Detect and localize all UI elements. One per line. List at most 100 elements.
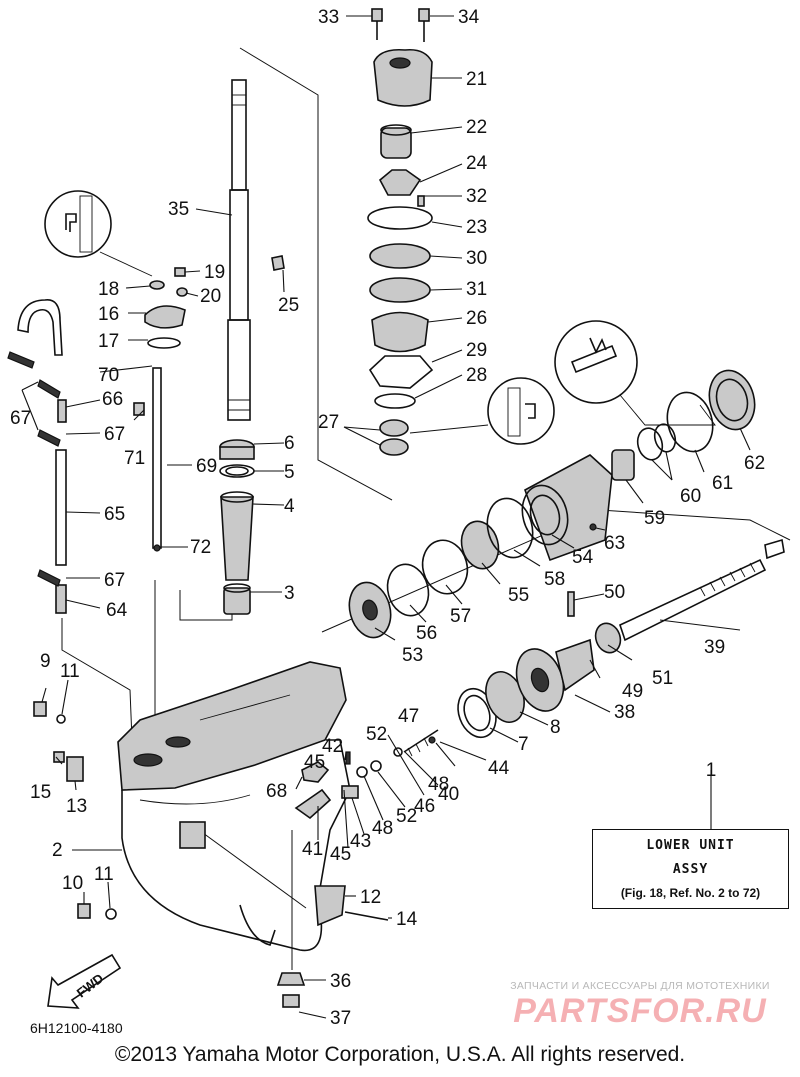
- info-box-subtitle: ASSY: [672, 862, 709, 877]
- callout-49: 49: [622, 681, 643, 702]
- watermark-tagline: ЗАПЧАСТИ И АКСЕССУАРЫ ДЛЯ МОТОТЕХНИКИ: [510, 980, 770, 992]
- callout-45a: 45: [304, 752, 325, 773]
- callout-28: 28: [466, 365, 487, 386]
- callout-59: 59: [644, 508, 665, 529]
- callout-70: 70: [98, 365, 119, 386]
- callout-52a: 52: [366, 724, 387, 745]
- callout-33: 33: [318, 7, 339, 28]
- callout-54: 54: [572, 547, 594, 568]
- water-screen: [271, 255, 285, 271]
- callout-72: 72: [190, 537, 211, 558]
- bearing-housing-stack: [348, 369, 756, 639]
- case-hardware: [33, 701, 389, 1008]
- callout-22: 22: [466, 117, 487, 138]
- leader-lines: [21, 15, 751, 1019]
- callout-55: 55: [508, 585, 529, 606]
- callout-51: 51: [652, 668, 673, 689]
- callout-52b: 52: [396, 806, 417, 827]
- callout-41: 41: [302, 839, 323, 860]
- drive-shaft-bearing-group: [219, 439, 255, 615]
- callout-7: 7: [518, 734, 529, 755]
- callout-39: 39: [704, 637, 725, 658]
- callout-21: 21: [466, 69, 487, 90]
- callout-15: 15: [30, 782, 51, 803]
- callout-19: 19: [204, 262, 225, 283]
- shift-plunger-assembly: [294, 729, 439, 820]
- guide-lines: [61, 47, 791, 970]
- callout-5: 5: [284, 462, 295, 483]
- callout-31: 31: [466, 279, 487, 300]
- detail-circle-left: [44, 190, 153, 277]
- callout-57: 57: [450, 606, 471, 627]
- callout-32: 32: [466, 186, 487, 207]
- propeller-shaft-assembly: [457, 538, 785, 739]
- callout-8: 8: [550, 717, 561, 738]
- water-pump-assembly: [367, 8, 434, 456]
- callout-62: 62: [744, 453, 765, 474]
- callout-71: 71: [124, 448, 145, 469]
- info-box-title: LOWER UNIT: [646, 838, 735, 853]
- callout-27: 27: [318, 412, 339, 433]
- watermark-logo: PARTSFOR.RU: [513, 992, 767, 1030]
- callout-56: 56: [416, 623, 437, 644]
- callout-68: 68: [266, 781, 287, 802]
- callout-38: 38: [614, 702, 635, 723]
- callout-61: 61: [712, 473, 733, 494]
- assembly-info-box: LOWER UNIT ASSY (Fig. 18, Ref. No. 2 to …: [592, 829, 789, 909]
- diagram-code: 6H12100-4180: [30, 1020, 123, 1036]
- callout-36: 36: [330, 971, 351, 992]
- callout-17: 17: [98, 331, 119, 352]
- callout-67b: 67: [104, 424, 125, 445]
- callout-25: 25: [278, 295, 299, 316]
- callout-45b: 45: [330, 844, 351, 865]
- callout-16: 16: [98, 304, 119, 325]
- callout-30: 30: [466, 248, 487, 269]
- callout-34: 34: [458, 7, 480, 28]
- callout-64: 64: [106, 600, 128, 621]
- lower-case-housing: [117, 661, 351, 952]
- callout-2: 2: [52, 840, 63, 861]
- callout-23: 23: [466, 217, 487, 238]
- info-box-reference: (Fig. 18, Ref. No. 2 to 72): [620, 886, 761, 900]
- callout-48a: 48: [372, 818, 393, 839]
- callout-67a: 67: [10, 408, 31, 429]
- callout-14: 14: [396, 909, 418, 930]
- callout-40: 40: [438, 784, 459, 805]
- callout-11b: 11: [94, 864, 114, 885]
- callout-60: 60: [680, 486, 701, 507]
- drive-shaft: [227, 79, 251, 421]
- callout-26: 26: [466, 308, 487, 329]
- detail-circle-right: [409, 320, 716, 445]
- callout-11a: 11: [60, 661, 80, 682]
- callout-42: 42: [322, 736, 343, 757]
- callout-12: 12: [360, 887, 381, 908]
- callout-35: 35: [168, 199, 189, 220]
- callout-58: 58: [544, 569, 565, 590]
- callout-37: 37: [330, 1008, 351, 1029]
- callout-24: 24: [466, 153, 488, 174]
- callout-48b: 48: [428, 774, 449, 795]
- callout-46: 46: [414, 796, 435, 817]
- callout-69: 69: [196, 456, 217, 477]
- callout-10: 10: [62, 873, 83, 894]
- shift-rod-assembly: [133, 267, 188, 552]
- callout-13: 13: [66, 796, 87, 817]
- callout-47: 47: [398, 706, 419, 727]
- callout-43: 43: [350, 831, 371, 852]
- callout-9: 9: [40, 651, 51, 672]
- callout-6: 6: [284, 433, 295, 454]
- callout-labels: 1 2 3 4 5 6 7 8 9 10 11 11 12 13 14 15 1…: [10, 7, 765, 1029]
- copyright-notice: ©2013 Yamaha Motor Corporation, U.S.A. A…: [114, 1043, 686, 1066]
- callout-3: 3: [284, 583, 295, 604]
- callout-44: 44: [488, 758, 510, 779]
- callout-50: 50: [604, 582, 625, 603]
- callout-67c: 67: [104, 570, 125, 591]
- callout-65: 65: [104, 504, 125, 525]
- callout-18: 18: [98, 279, 119, 300]
- callout-1: 1: [706, 760, 717, 781]
- callout-63: 63: [604, 533, 625, 554]
- callout-20: 20: [200, 286, 221, 307]
- callout-66: 66: [102, 389, 123, 410]
- callout-29: 29: [466, 340, 487, 361]
